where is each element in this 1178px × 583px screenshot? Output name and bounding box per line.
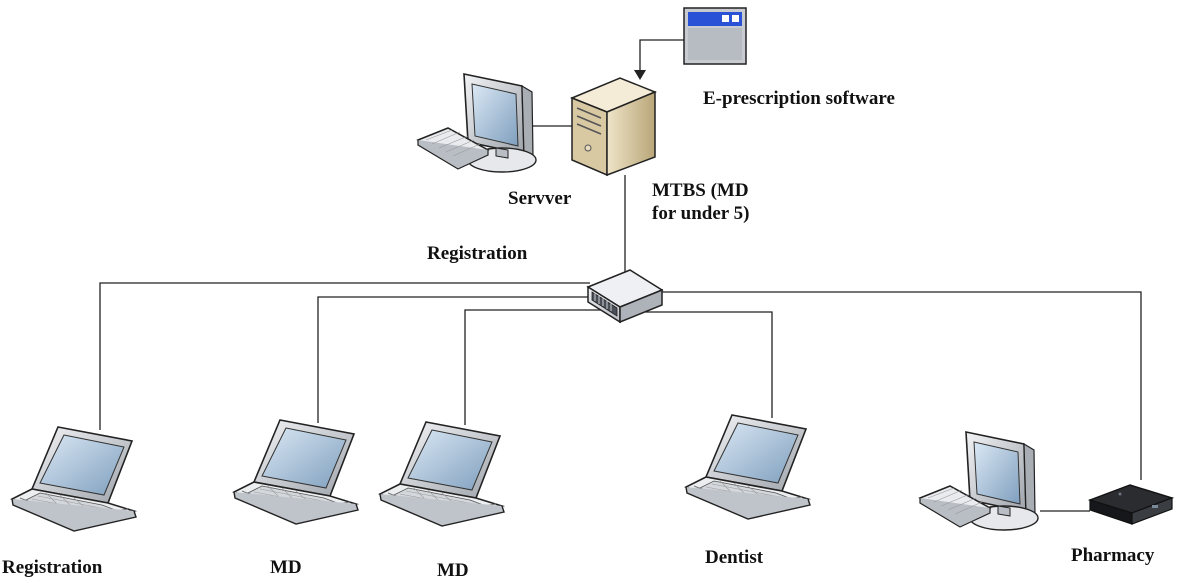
link-switch-md1 <box>317 296 590 423</box>
laptop-md-1 <box>233 419 359 525</box>
server-tower-icon <box>570 77 657 177</box>
md-label-1: MD <box>270 557 302 578</box>
registration-top-label: Registration <box>427 243 528 264</box>
mtbs-label-line1: MTBS (MD <box>652 180 749 201</box>
link-switch-md2 <box>464 309 620 425</box>
md-label-2: MD <box>437 560 469 581</box>
application-window-icon <box>683 7 747 65</box>
laptop-registration <box>11 426 137 532</box>
registration-laptop-label: Registration <box>2 557 103 578</box>
server-workstation <box>417 73 537 173</box>
pharmacy-label: Pharmacy <box>1071 545 1155 566</box>
network-switch-icon <box>586 269 664 324</box>
thin-client-box-icon <box>1087 484 1175 525</box>
laptop-md-2 <box>379 421 505 527</box>
mtbs-label-line2: for under 5) <box>652 203 750 224</box>
link-switch-dentist <box>645 311 773 418</box>
connection-lines <box>99 39 1142 512</box>
software-label: E-prescription software <box>703 88 895 109</box>
pharmacy-workstation <box>919 431 1039 531</box>
arrow-head <box>634 70 646 80</box>
link-switch-registration <box>99 282 590 430</box>
laptop-dentist <box>685 414 811 520</box>
dentist-label: Dentist <box>705 547 764 568</box>
link-switch-pharmacy <box>660 291 1142 480</box>
link-software-server <box>639 39 684 72</box>
server-label: Servver <box>508 188 572 209</box>
